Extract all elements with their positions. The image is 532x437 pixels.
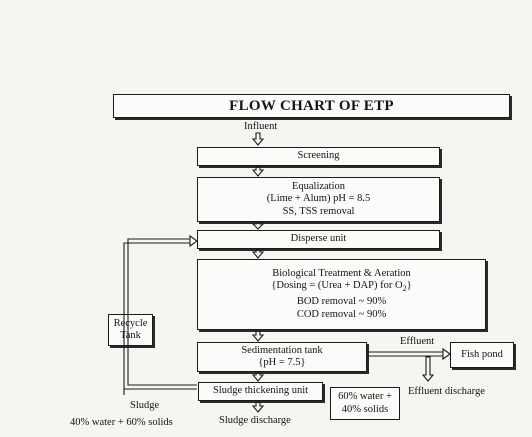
recycle-line2: Tank xyxy=(120,330,141,341)
sludge-label: Sludge xyxy=(130,400,160,411)
bio-line3: BOD removal ~ 90% xyxy=(296,296,387,308)
equalization-line1: Equalization xyxy=(291,180,346,192)
sludge-thickening-label: Sludge thickening unit xyxy=(212,385,309,397)
equalization-box: Equalization (Lime + Alum) pH = 8.5 SS, … xyxy=(197,177,440,222)
sedimentation-tank-box: Sedimentation tank {pH = 7.5} xyxy=(197,342,367,372)
arrow-equalization-disperse xyxy=(251,221,265,230)
fish-pond-box: Fish pond xyxy=(450,342,514,368)
arrow-screening-equalization xyxy=(251,166,265,177)
arrow-bio-sedimentation xyxy=(251,330,265,342)
effluent-line xyxy=(367,351,443,357)
bio-line4: COD removal ~ 90% xyxy=(296,308,387,320)
disperse-unit-label: Disperse unit xyxy=(290,233,347,245)
arrow-into-fish-pond xyxy=(442,347,451,361)
recycle-tank-box: Recycle Tank xyxy=(108,314,153,346)
sedimentation-line2: {pH = 7.5} xyxy=(258,357,306,368)
sludge-thickening-box: Sludge thickening unit xyxy=(198,382,323,401)
sludge-discharge-label: Sludge discharge xyxy=(219,415,291,426)
chart-title: FLOW CHART OF ETP xyxy=(229,97,394,114)
fish-pond-label: Fish pond xyxy=(461,348,503,360)
arrow-disperse-bio xyxy=(251,249,265,259)
bio-line1: Biological Treatment & Aeration xyxy=(272,267,411,279)
equalization-line2: (Lime + Alum) pH = 8.5 xyxy=(266,193,371,205)
screening-label: Screening xyxy=(297,150,340,162)
recycle-return-line-inner xyxy=(127,238,197,386)
sedimentation-line1: Sedimentation tank xyxy=(241,344,323,356)
recycle-line1: Recycle xyxy=(113,317,148,329)
effluent-discharge-label: Effluent discharge xyxy=(408,386,485,397)
influent-label: Influent xyxy=(244,121,278,132)
title-box: FLOW CHART OF ETP xyxy=(113,94,510,118)
water-solids-box: 60% water + 40% solids xyxy=(330,387,400,420)
biological-treatment-box: Biological Treatment & Aeration {Dosing … xyxy=(197,259,486,330)
sludge-ratio-label: 40% water + 60% solids xyxy=(70,417,173,428)
water-solids-line1: 60% water + xyxy=(338,391,392,402)
effluent-label: Effluent xyxy=(400,336,435,347)
arrow-influent-screening xyxy=(251,132,265,146)
arrow-effluent-discharge xyxy=(421,356,435,382)
equalization-line3: SS, TSS removal xyxy=(282,205,355,217)
arrow-into-disperse xyxy=(189,234,198,248)
arrow-sedimentation-thickening xyxy=(251,372,265,382)
disperse-unit-box: Disperse unit xyxy=(197,230,440,249)
screening-box: Screening xyxy=(197,147,440,166)
bio-line2: {Dosing = (Urea + DAP) for O2} xyxy=(271,280,412,294)
recycle-return-line xyxy=(123,242,197,390)
arrow-thickening-discharge xyxy=(251,401,265,413)
water-solids-line2: 40% solids xyxy=(341,403,389,415)
